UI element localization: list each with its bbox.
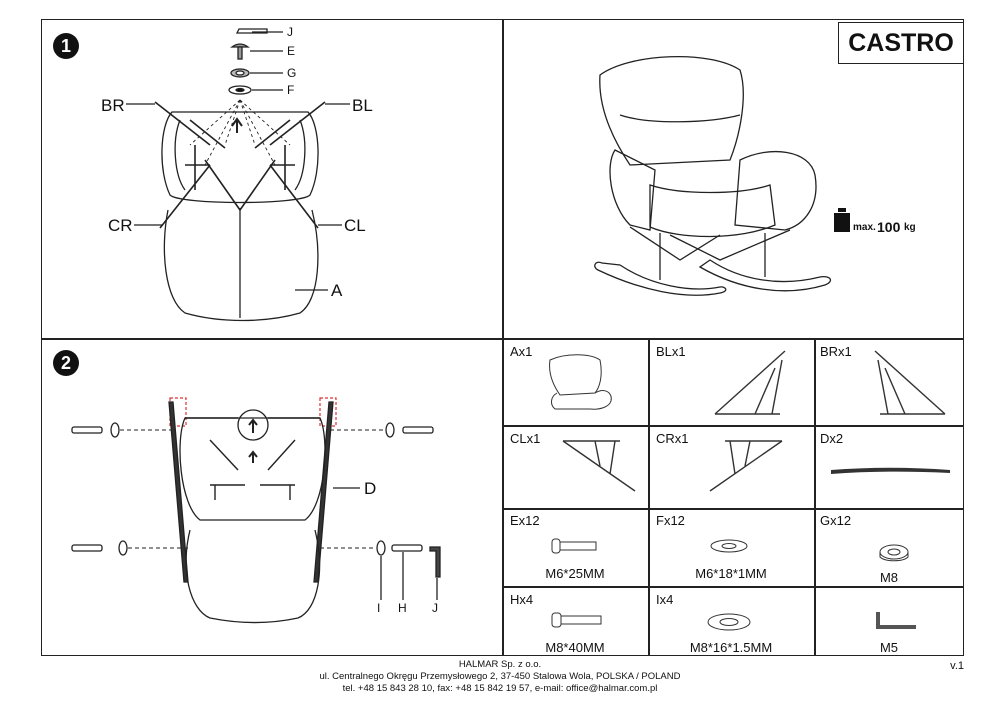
label-CL: CL [344, 216, 366, 235]
step-2-diagram [71, 397, 441, 624]
part-E-icon [551, 538, 597, 554]
weight-icon [834, 208, 850, 232]
rocking-chair-illustration [594, 55, 832, 296]
footer-contact: tel. +48 15 843 28 10, fax: +48 15 842 1… [342, 683, 658, 694]
product-title: CASTRO [838, 22, 964, 64]
label-CR: CR [108, 216, 133, 235]
part-J-spec: M5 [879, 640, 899, 655]
label-F: F [287, 83, 295, 97]
part-G-icon [879, 544, 909, 562]
step-1-diagram [126, 28, 350, 322]
part-A-icon [549, 354, 612, 410]
label-BL: BL [352, 96, 373, 115]
label-H: H [398, 601, 407, 615]
step-2-badge: 2 [53, 350, 79, 376]
part-F-spec: M6*18*1MM [695, 566, 767, 581]
part-BL-qty: BLx1 [656, 344, 686, 359]
parts-grid-row3 [502, 586, 964, 588]
part-A-qty: Ax1 [510, 344, 533, 359]
part-E-qty: Ex12 [510, 513, 540, 528]
part-G-qty: Gx12 [820, 513, 852, 528]
part-J-icon [876, 612, 916, 629]
parts-grid-row1 [502, 425, 964, 427]
label-J-step2: J [432, 601, 438, 615]
parts-grid-col1 [648, 338, 650, 656]
part-BR-qty: BRx1 [820, 344, 852, 359]
part-E-spec: M6*25MM [545, 566, 605, 581]
footer-address: ul. Centralnego Okręgu Przemysłowego 2, … [319, 671, 681, 682]
label-D: D [364, 479, 377, 498]
part-BR-icon [874, 350, 946, 415]
label-E: E [287, 44, 296, 58]
version-label: v.1 [950, 660, 964, 672]
part-CL-icon [562, 440, 636, 492]
part-H-spec: M8*40MM [545, 640, 605, 655]
part-H-icon [551, 612, 602, 628]
weight-unit: kg [904, 222, 916, 233]
weight-prefix: max. [853, 222, 876, 233]
parts-grid-row2 [502, 508, 964, 510]
label-BR: BR [101, 96, 125, 115]
part-F-icon [710, 539, 748, 553]
footer-company: HALMAR Sp. z o.o. [458, 659, 542, 670]
part-I-spec: M8*16*1.5MM [689, 640, 773, 655]
weight-value: 100 [877, 219, 901, 235]
part-BL-icon [714, 350, 786, 415]
divider-horizontal-main [41, 338, 964, 340]
part-D-icon [831, 467, 950, 474]
part-H-qty: Hx4 [510, 592, 534, 607]
label-A: A [331, 281, 343, 300]
part-CR-qty: CRx1 [656, 431, 689, 446]
divider-vertical-main [502, 19, 504, 656]
part-I-qty: Ix4 [656, 592, 674, 607]
part-CL-qty: CLx1 [510, 431, 541, 446]
part-CR-icon [709, 440, 783, 492]
part-D-qty: Dx2 [820, 431, 844, 446]
parts-grid-col2 [814, 338, 816, 656]
part-I-icon [707, 613, 751, 631]
step-1-badge: 1 [53, 33, 79, 59]
part-G-spec: M8 [879, 570, 899, 585]
part-F-qty: Fx12 [656, 513, 685, 528]
label-G: G [287, 66, 297, 80]
label-I: I [377, 601, 381, 615]
label-J-step1: J [287, 25, 293, 39]
